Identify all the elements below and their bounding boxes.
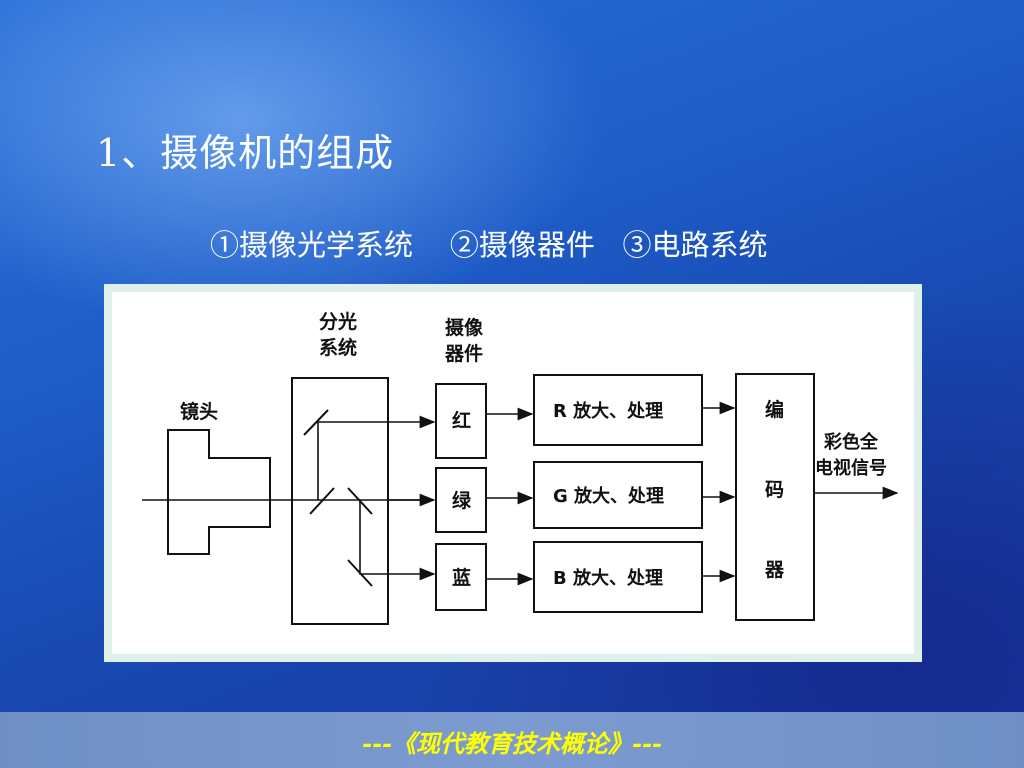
red-imager-box	[435, 383, 487, 459]
b-amp-label: B 放大、处理	[553, 567, 663, 589]
output-label-1: 彩色全	[823, 431, 879, 453]
encoder-label-3: 器	[764, 559, 785, 581]
red-imager-label: 红	[452, 409, 471, 432]
camera-block-diagram: 镜头 分光 系统 摄像 器件 红 绿 蓝	[104, 284, 922, 662]
blue-imager-box	[435, 543, 487, 611]
blue-light-path	[359, 500, 436, 581]
splitter-mirror-2	[309, 487, 335, 515]
splitter-label-2: 系统	[319, 336, 357, 359]
diagram-canvas: 镜头 分光 系统 摄像 器件 红 绿 蓝	[112, 292, 914, 654]
g-amp-box	[533, 461, 703, 529]
slide-title: 1、摄像机的组成	[96, 131, 395, 175]
imager-label-1: 摄像	[445, 316, 484, 339]
encoder-label-1: 编	[765, 398, 784, 421]
splitter-box	[291, 377, 389, 625]
splitter-label-1: 分光	[319, 310, 357, 333]
b-amp-box	[533, 541, 703, 613]
r-amp-label: R 放大、处理	[553, 400, 663, 422]
green-imager-label: 绿	[452, 489, 472, 512]
green-imager-box	[435, 467, 487, 533]
slide-subtitle: ①摄像光学系统 ②摄像器件 ③电路系统	[210, 228, 768, 262]
imager-label-2: 器件	[444, 342, 483, 365]
output-label-2: 电视信号	[815, 457, 887, 479]
r-amp-box	[533, 374, 703, 446]
encoder-box	[735, 373, 815, 621]
footer-text: ---《现代教育技术概论》---	[362, 729, 662, 758]
red-light-path	[317, 415, 436, 500]
g-amp-label: G 放大、处理	[553, 485, 664, 507]
splitter-mirror-1	[303, 409, 329, 436]
lens-label: 镜头	[180, 400, 218, 423]
encoder-label-2: 码	[765, 479, 784, 501]
blue-imager-label: 蓝	[452, 566, 471, 589]
lens-shape	[167, 429, 271, 555]
footer-bar: ---《现代教育技术概论》---	[0, 712, 1024, 768]
